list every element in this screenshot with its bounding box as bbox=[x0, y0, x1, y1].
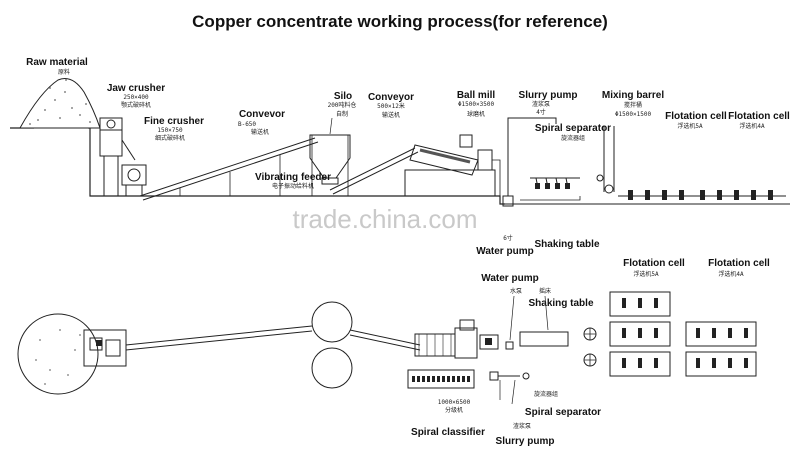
flotation-cells-plan bbox=[609, 291, 757, 377]
mixing-barrel bbox=[596, 126, 615, 194]
fine-crusher-cn-label: 细式破碎机 bbox=[155, 134, 185, 142]
jaw-crusher-cn-label: 颚式破碎机 bbox=[121, 101, 151, 109]
flotation-cell-1-plan-label: Flotation cell bbox=[623, 258, 685, 269]
flotation-cell-1-cn-label: 浮选机5A bbox=[677, 122, 703, 130]
spiral-separator-plan-label: Spiral separator bbox=[525, 407, 601, 418]
conveyor-2 bbox=[329, 147, 419, 195]
mixing-barrel-label: Mixing barrel bbox=[602, 90, 664, 101]
conveyor-2-cn-label: 输送机 bbox=[382, 111, 400, 119]
spiral-classifier-cn-label: 分级机 bbox=[445, 406, 463, 414]
ball-mill-plan bbox=[414, 319, 499, 359]
slurry-pump bbox=[502, 117, 557, 207]
spiral-classifier-spec: 1000×6500 bbox=[438, 399, 471, 406]
silo-plan-2 bbox=[311, 347, 353, 389]
slurry-pump-plan bbox=[489, 371, 530, 405]
flotation-cell-2-label: Flotation cell bbox=[728, 111, 790, 122]
jaw-crusher-spec: 250×400 bbox=[123, 94, 149, 101]
elevation-view: Raw material 原料 Jaw crusher 250×400 颚式破碎… bbox=[10, 57, 790, 257]
spiral-classifier-label: Spiral classifier bbox=[411, 427, 485, 438]
spiral-separator-cn-plan: 旋流器组 bbox=[534, 390, 558, 398]
slurry-pump-cn-plan: 渣浆泵 bbox=[513, 422, 531, 430]
fine-crusher-spec: 150×750 bbox=[157, 127, 183, 134]
conveyor-1 bbox=[139, 137, 319, 201]
fine-crusher-label: Fine crusher bbox=[144, 116, 204, 127]
slurry-pump-label: Slurry pump bbox=[519, 90, 578, 101]
shaking-table-cn-plan: 摇床 bbox=[539, 287, 551, 295]
silo-spec: 200吨料仓 bbox=[328, 101, 357, 109]
raw-material-label: Raw material bbox=[26, 57, 88, 68]
flotation-cells-elevation bbox=[618, 190, 786, 200]
conveyor-1-spec: B-650 bbox=[238, 121, 256, 128]
slurry-pump-plan-label: Slurry pump bbox=[496, 436, 555, 447]
page-title: Copper concentrate working process(for r… bbox=[192, 12, 608, 31]
flotation-cell-2-plan-label: Flotation cell bbox=[708, 258, 770, 269]
spiral-separator-label: Spiral separator bbox=[535, 123, 611, 134]
flotation-cell-1-label: Flotation cell bbox=[665, 111, 727, 122]
shaking-table-plan-label: Shaking table bbox=[528, 298, 593, 309]
silo-cn-label: 自制 bbox=[336, 110, 348, 118]
ball-mill-label: Ball mill bbox=[457, 90, 496, 101]
conveyor-1-label: Convevor bbox=[239, 109, 285, 120]
vibrating-feeder-label: Vibrating feeder bbox=[255, 172, 331, 183]
shaking-table-plan bbox=[519, 331, 569, 347]
vibrating-feeder-cn-label: 电子振动给料机 bbox=[272, 182, 314, 190]
mixing-barrel-spec: Φ1500×1500 bbox=[615, 111, 652, 118]
ball-mill-cn-label: 球磨机 bbox=[467, 110, 485, 118]
flotation-cell-1-cn-plan: 浮选机5A bbox=[633, 270, 659, 278]
stockpile-plan bbox=[17, 313, 99, 395]
raw-material-pile bbox=[19, 78, 101, 129]
ball-mill-spec: Φ1500×3500 bbox=[458, 101, 495, 108]
conveyor-2-spec: 500×12米 bbox=[377, 102, 405, 110]
jaw-crusher-label: Jaw crusher bbox=[107, 83, 165, 94]
slurry-pump-cn-label: 渣浆泵 bbox=[532, 100, 550, 108]
jaw-crusher bbox=[99, 117, 136, 196]
watermark: trade.china.com bbox=[293, 204, 478, 234]
water-pump-plan bbox=[505, 341, 514, 350]
water-pump-label-top: Water pump bbox=[476, 246, 533, 257]
water-pump-spec: 6寸 bbox=[503, 234, 513, 242]
mixing-barrel-cn-label: 搅拌桶 bbox=[624, 101, 642, 109]
crusher-plan bbox=[83, 329, 127, 367]
shaking-table-label-top: Shaking table bbox=[534, 239, 599, 250]
silo-label: Silo bbox=[334, 91, 352, 102]
water-pump-plan-label: Water pump bbox=[481, 273, 538, 284]
ball-mill bbox=[404, 134, 501, 197]
raw-material-cn-label: 原料 bbox=[58, 68, 70, 76]
slurry-pump-spec: 4寸 bbox=[536, 108, 546, 116]
spiral-classifier-plan bbox=[407, 369, 475, 389]
conveyor-plan-2 bbox=[349, 329, 421, 351]
flotation-cell-2-cn-label: 浮选机4A bbox=[739, 122, 765, 130]
conveyor-2-label: Conveyor bbox=[368, 92, 414, 103]
spiral-separator bbox=[520, 177, 581, 201]
silo-plan bbox=[311, 301, 353, 343]
conveyor-1-cn-label: 输送机 bbox=[251, 128, 269, 136]
mixing-barrel-plan bbox=[583, 327, 597, 367]
spiral-separator-cn-label: 旋流器组 bbox=[561, 134, 585, 142]
flotation-cell-2-cn-plan: 浮选机4A bbox=[718, 270, 744, 278]
water-pump-cn-plan: 水泵 bbox=[510, 287, 522, 295]
conveyor-plan-1 bbox=[125, 325, 313, 351]
fine-crusher bbox=[121, 164, 147, 196]
silo bbox=[309, 134, 351, 196]
plan-view: 1000×6500 分级机 Spiral classifier 旋流器组 Spi… bbox=[17, 258, 770, 447]
